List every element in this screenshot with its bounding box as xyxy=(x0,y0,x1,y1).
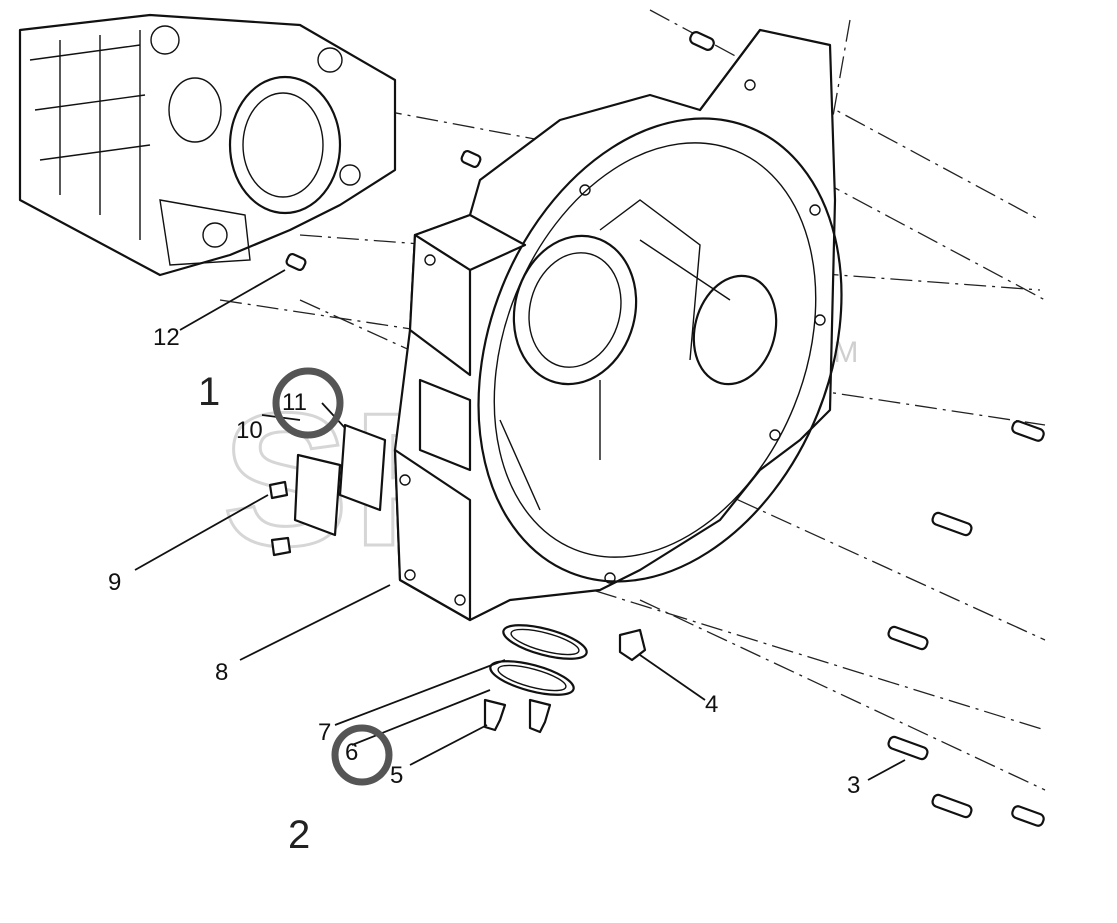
leader-lines xyxy=(134,269,906,781)
engine-block xyxy=(18,13,397,277)
cover-plates xyxy=(293,423,588,696)
highlight-ring-6 xyxy=(331,724,393,786)
callout-4: 4 xyxy=(705,691,718,718)
callout-labels: 12 11 10 9 8 7 6 5 4 3 1 2 xyxy=(108,324,860,857)
callout-8: 8 xyxy=(215,659,228,686)
callout-12: 12 xyxy=(153,324,180,351)
callout-5: 5 xyxy=(390,762,403,789)
annotation-2: 2 xyxy=(288,813,310,857)
annotation-1: 1 xyxy=(198,370,220,414)
callout-10: 10 xyxy=(236,417,263,444)
callout-3: 3 xyxy=(847,772,860,799)
callout-9: 9 xyxy=(108,569,121,596)
small-parts xyxy=(268,31,1045,827)
callout-6: 6 xyxy=(345,739,358,766)
highlight-rings xyxy=(272,367,393,786)
flywheel-housing xyxy=(393,28,843,622)
callout-11: 11 xyxy=(282,389,307,416)
callout-7: 7 xyxy=(318,719,331,746)
highlight-ring-11 xyxy=(272,367,344,439)
